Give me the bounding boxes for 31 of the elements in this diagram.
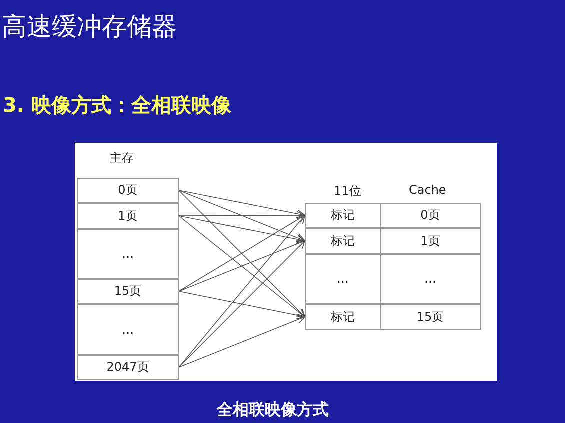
arrow	[178, 211, 306, 220]
arrow	[178, 316, 306, 368]
ellipsis-cell: …	[77, 229, 179, 279]
ellipsis-cell: …	[77, 304, 179, 355]
cache-page-cell: 15页	[380, 304, 481, 330]
cache-page-cell: 0页	[380, 203, 481, 228]
arrow	[178, 190, 306, 218]
arrow	[178, 215, 306, 292]
arrow	[178, 190, 306, 318]
arrow	[178, 216, 306, 244]
section-heading: 3. 映像方式：全相联映像	[3, 92, 232, 119]
diagram-caption: 全相联映像方式	[217, 400, 329, 421]
ellipsis-cell: …	[380, 254, 481, 304]
arrow	[178, 240, 306, 292]
tag-cell: 标记	[305, 304, 381, 330]
arrow	[178, 240, 306, 368]
column-heading: 主存	[110, 150, 134, 167]
arrow	[178, 190, 306, 242]
arrow	[178, 216, 306, 318]
column-heading: 11位	[334, 183, 362, 200]
slide-title: 高速缓冲存储器	[2, 11, 177, 43]
memory-page-cell: 0页	[77, 178, 179, 203]
memory-page-cell: 2047页	[77, 355, 179, 380]
arrow	[178, 291, 306, 320]
ellipsis-cell: …	[305, 254, 381, 304]
tag-cell: 标记	[305, 228, 381, 254]
tag-cell: 标记	[305, 203, 381, 228]
memory-page-cell: 15页	[77, 279, 179, 304]
memory-page-cell: 1页	[77, 203, 179, 229]
column-heading: Cache	[409, 183, 446, 197]
cache-page-cell: 1页	[380, 228, 481, 254]
